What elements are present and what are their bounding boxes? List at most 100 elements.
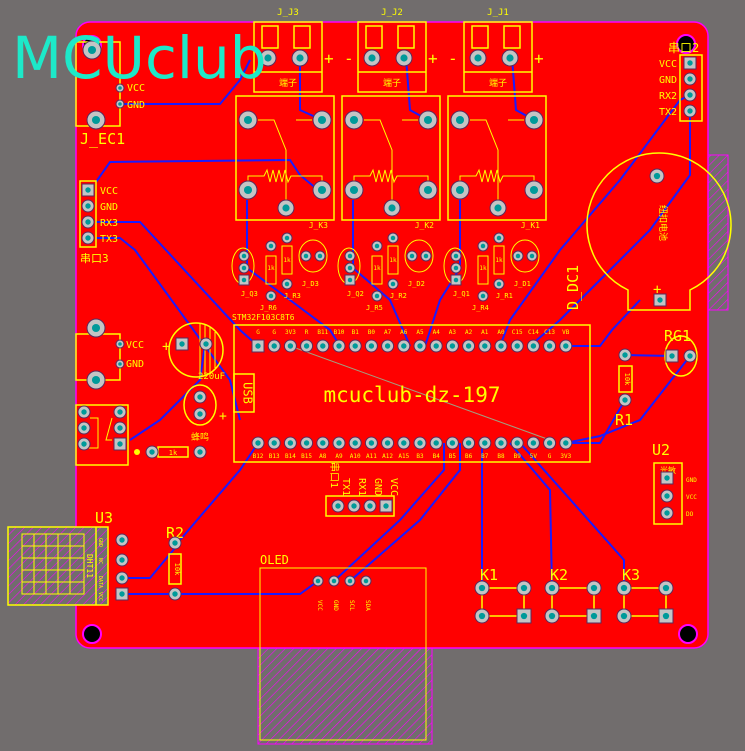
pad[interactable] — [168, 587, 182, 601]
pad[interactable] — [115, 533, 129, 547]
pad[interactable] — [683, 56, 697, 70]
pad[interactable] — [618, 348, 632, 362]
pad[interactable] — [344, 180, 364, 200]
pad[interactable] — [265, 290, 277, 302]
pad[interactable] — [283, 436, 297, 450]
pad[interactable] — [265, 240, 277, 252]
pad[interactable] — [510, 339, 524, 353]
pad[interactable] — [395, 49, 413, 67]
pad[interactable] — [616, 608, 632, 624]
pad[interactable] — [665, 349, 679, 363]
pad[interactable] — [259, 49, 277, 67]
pad[interactable] — [649, 168, 665, 184]
pad[interactable] — [81, 231, 95, 245]
pad[interactable] — [586, 608, 602, 624]
pad[interactable] — [77, 405, 91, 419]
pad[interactable] — [175, 337, 189, 351]
pad[interactable] — [316, 436, 330, 450]
light-sensor-rg1[interactable]: RG1 — [664, 327, 698, 377]
key-2[interactable]: K2 — [544, 566, 602, 624]
pad[interactable] — [115, 553, 129, 567]
pad[interactable] — [450, 262, 462, 274]
coin-battery-d-dc1[interactable]: D_DC1 纽扣电池 + — [564, 152, 732, 311]
pad[interactable] — [364, 339, 378, 353]
pad[interactable] — [450, 110, 470, 130]
pad[interactable] — [516, 580, 532, 596]
pad[interactable] — [660, 471, 674, 485]
pad[interactable] — [559, 339, 573, 353]
pad[interactable] — [477, 240, 489, 252]
pad[interactable] — [344, 110, 364, 130]
pad[interactable] — [418, 180, 438, 200]
pad[interactable] — [199, 337, 213, 351]
pad[interactable] — [494, 339, 508, 353]
pad[interactable] — [348, 436, 362, 450]
pad[interactable] — [238, 262, 250, 274]
pad[interactable] — [86, 370, 106, 390]
pad[interactable] — [332, 339, 346, 353]
pad[interactable] — [113, 421, 127, 435]
pad[interactable] — [526, 436, 540, 450]
pad[interactable] — [328, 575, 340, 587]
pad[interactable] — [462, 436, 476, 450]
pad[interactable] — [300, 250, 312, 262]
pad[interactable] — [238, 180, 258, 200]
pad[interactable] — [474, 580, 490, 596]
pad[interactable] — [683, 104, 697, 118]
pad[interactable] — [281, 278, 293, 290]
pad[interactable] — [360, 575, 372, 587]
uart1-header[interactable]: 串口1 TX1 RX1 GND VCC — [325, 462, 399, 517]
pad[interactable] — [363, 499, 377, 513]
pad[interactable] — [683, 72, 697, 86]
pad[interactable] — [238, 110, 258, 130]
pad[interactable] — [683, 349, 697, 363]
pad[interactable] — [348, 339, 362, 353]
pad[interactable] — [86, 318, 106, 338]
pad[interactable] — [544, 608, 560, 624]
pad[interactable] — [450, 274, 462, 286]
pad[interactable] — [115, 339, 125, 349]
pad[interactable] — [413, 339, 427, 353]
pad[interactable] — [371, 240, 383, 252]
uart2-header[interactable]: 串口2 VCC GND RX2 TX2 — [659, 41, 703, 122]
pad[interactable] — [371, 290, 383, 302]
pad[interactable] — [477, 290, 489, 302]
terminal-block-2[interactable]: 端子J_J2+- — [357, 8, 458, 93]
pad[interactable] — [658, 580, 674, 596]
pad[interactable] — [445, 436, 459, 450]
pad[interactable] — [77, 421, 91, 435]
pad[interactable] — [510, 436, 524, 450]
pad[interactable] — [478, 436, 492, 450]
pad[interactable] — [387, 278, 399, 290]
pad[interactable] — [363, 49, 381, 67]
pad[interactable] — [660, 506, 674, 520]
pad[interactable] — [300, 436, 314, 450]
pad[interactable] — [81, 183, 95, 197]
pad[interactable] — [81, 215, 95, 229]
light-module-u2[interactable]: U2 光敏 GND VCC DO — [652, 441, 697, 525]
pad[interactable] — [238, 250, 250, 262]
pad[interactable] — [420, 250, 432, 262]
pad[interactable] — [660, 489, 674, 503]
pad[interactable] — [559, 436, 573, 450]
pad[interactable] — [193, 390, 207, 404]
pad[interactable] — [251, 436, 265, 450]
pad[interactable] — [543, 339, 557, 353]
pad[interactable] — [474, 608, 490, 624]
pad[interactable] — [82, 40, 102, 60]
pad[interactable] — [312, 575, 324, 587]
pad[interactable] — [526, 250, 538, 262]
pad[interactable] — [277, 199, 295, 217]
pad[interactable] — [193, 445, 207, 459]
pad[interactable] — [543, 436, 557, 450]
pad[interactable] — [115, 571, 129, 585]
capacitor-220uf[interactable]: + 220uF — [162, 322, 225, 382]
pad[interactable] — [312, 110, 332, 130]
pad[interactable] — [115, 99, 125, 109]
pad[interactable] — [379, 499, 393, 513]
pad[interactable] — [494, 436, 508, 450]
